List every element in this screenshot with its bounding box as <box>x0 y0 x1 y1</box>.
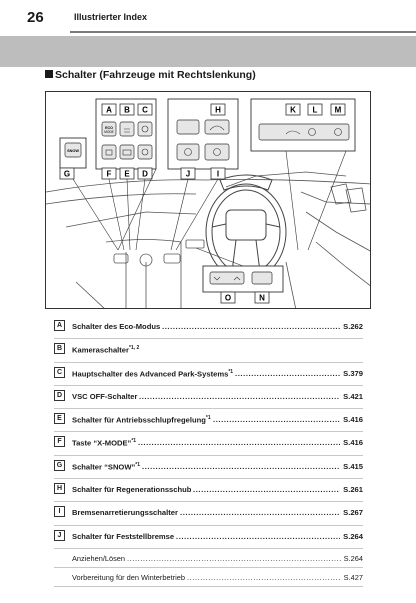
item-label: Schalter für Regenerationsschub <box>72 485 191 494</box>
item-footnote-marker: *1 <box>228 368 234 375</box>
item-page-link[interactable]: S.261 <box>343 485 363 495</box>
callout-C: C <box>142 106 148 115</box>
svg-text:MODE: MODE <box>104 130 114 134</box>
callout-M: M <box>335 106 342 115</box>
header-rule <box>70 31 416 33</box>
callout-J: J <box>186 170 190 179</box>
dot-leader: ........................................… <box>162 322 340 331</box>
callout-K: K <box>290 106 296 115</box>
callout-L: L <box>313 106 318 115</box>
item-letter-badge: G <box>54 459 65 471</box>
dot-leader: ........................................… <box>142 461 340 471</box>
item-page-link[interactable]: S.415 <box>343 461 363 471</box>
item-footnote-marker: *1 <box>135 461 141 468</box>
item-letter-badge: A <box>54 320 65 331</box>
item-label-text: VSC OFF-Schalter <box>72 391 138 401</box>
dot-leader: ........................................… <box>187 572 341 582</box>
index-row: C Hauptschalter des Advanced Park-Systems… <box>54 363 363 386</box>
subitem-page-link[interactable]: S.427 <box>343 572 363 582</box>
eco-switch-label: ECO <box>105 126 113 130</box>
switch-index-list: A Schalter des Eco-Modus S.262............… <box>54 316 363 587</box>
item-label-text: Schalter für Regenerationsschub <box>72 485 192 495</box>
dot-leader: ........................................… <box>235 368 340 378</box>
subitem-label: Vorbereitung für den Winterbetrieb <box>72 572 185 582</box>
callout-D: D <box>142 170 148 179</box>
dot-leader: ........................................… <box>180 508 340 518</box>
section-title: Schalter (Fahrzeuge mit Rechtslenkung) <box>45 69 256 81</box>
item-footnote-marker: *1 <box>131 438 137 445</box>
dot-leader: ........................................… <box>138 438 340 448</box>
item-label-text: Hauptschalter des Advanced Park-Systems <box>72 369 229 379</box>
item-letter-badge: B <box>54 343 65 355</box>
item-label-text: Kameraschalter <box>72 345 129 355</box>
index-row: H Schalter für Regenerationsschub S.261...… <box>54 479 363 503</box>
item-footnote-marker: *1 <box>205 415 211 422</box>
callout-I: I <box>217 170 219 179</box>
dashboard-illustration: ECO MODE A B C F E D <box>45 91 371 309</box>
index-row: A Schalter des Eco-Modus S.262............… <box>54 316 363 340</box>
dot-leader: ........................................… <box>127 553 341 563</box>
section-title-text: Schalter (Fahrzeuge mit Rechtslenkung) <box>55 69 256 81</box>
item-letter-badge: F <box>54 436 65 448</box>
item-label-text: Schalter für Feststellbremse <box>72 531 175 541</box>
subitem-label: Anziehen/Lösen <box>72 553 126 563</box>
callout-F: F <box>107 170 112 179</box>
item-footnote-marker: *1, 2 <box>129 345 140 352</box>
item-page-link[interactable]: S.262 <box>343 322 363 331</box>
item-label: Schalter für Feststellbremse <box>72 532 174 541</box>
index-row: G Schalter “SNOW”*1 S.415.................… <box>54 456 363 480</box>
index-row: I Bremsenarretierungsschalter S.267.......… <box>54 502 363 526</box>
item-label-text: Schalter des Eco-Modus <box>72 322 161 331</box>
callout-H: H <box>215 106 221 115</box>
callout-E: E <box>124 170 130 179</box>
index-subrow: Anziehen/Lösen S.264.....................… <box>54 549 363 568</box>
grey-band <box>0 36 416 67</box>
item-label: Schalter des Eco-Modus <box>72 322 160 331</box>
item-label: Taste “X-MODE”*1 <box>72 438 136 448</box>
item-page-link[interactable]: S.416 <box>343 415 363 425</box>
square-bullet-icon <box>45 70 53 78</box>
item-label: Schalter für Antriebsschlupfregelung*1 <box>72 415 211 425</box>
index-row: J Schalter für Feststellbremse S.264......… <box>54 526 363 549</box>
item-letter-badge: H <box>54 483 65 495</box>
snow-switch-label: SNOW <box>67 149 79 153</box>
page-header: 26 Illustrierter Index <box>0 0 416 36</box>
item-page-link[interactable]: S.416 <box>343 438 363 448</box>
callout-G: G <box>64 170 70 179</box>
dot-leader: ........................................… <box>176 531 340 541</box>
item-label-text: Schalter “SNOW” <box>72 462 136 472</box>
dot-leader: ........................................… <box>139 391 340 401</box>
callout-N: N <box>259 294 265 303</box>
callout-O: O <box>225 294 231 303</box>
item-label-text: Taste “X-MODE” <box>72 439 132 449</box>
index-row: F Taste “X-MODE”*1 S.416..................… <box>54 432 363 456</box>
item-letter-badge: D <box>54 389 65 401</box>
callout-A: A <box>106 106 112 115</box>
item-page-link[interactable]: S.421 <box>343 391 363 401</box>
item-page-link[interactable]: S.264 <box>343 531 363 541</box>
item-label: Bremsenarretierungsschalter <box>72 508 178 517</box>
dot-leader: ........................................… <box>213 415 340 425</box>
callout-B: B <box>124 106 130 115</box>
item-page-link[interactable]: S.267 <box>343 508 363 518</box>
item-label: Kameraschalter*1, 2 <box>72 345 139 355</box>
page-number: 26 <box>27 9 44 26</box>
header-title: Illustrierter Index <box>74 12 148 22</box>
dot-leader: ........................................… <box>193 485 340 495</box>
item-page-link[interactable]: S.379 <box>343 368 363 378</box>
item-letter-badge: J <box>54 529 65 541</box>
index-subrow: Vorbereitung für den Winterbetrieb S.427.… <box>54 568 363 587</box>
item-letter-badge: E <box>54 413 65 425</box>
index-row: B Kameraschalter*1, 2 <box>54 339 363 363</box>
subitem-page-link[interactable]: S.264 <box>343 553 363 563</box>
item-label: Schalter “SNOW”*1 <box>72 462 140 472</box>
item-label-text: Bremsenarretierungsschalter <box>72 508 178 518</box>
item-label: VSC OFF-Schalter <box>72 392 137 401</box>
item-label-text: Schalter für Antriebsschlupfregelung <box>72 415 206 425</box>
item-letter-badge: C <box>54 366 65 378</box>
item-letter-badge: I <box>54 506 65 518</box>
item-label: Hauptschalter des Advanced Park-Systems*… <box>72 369 233 379</box>
index-row: D VSC OFF-Schalter S.421..................… <box>54 386 363 410</box>
